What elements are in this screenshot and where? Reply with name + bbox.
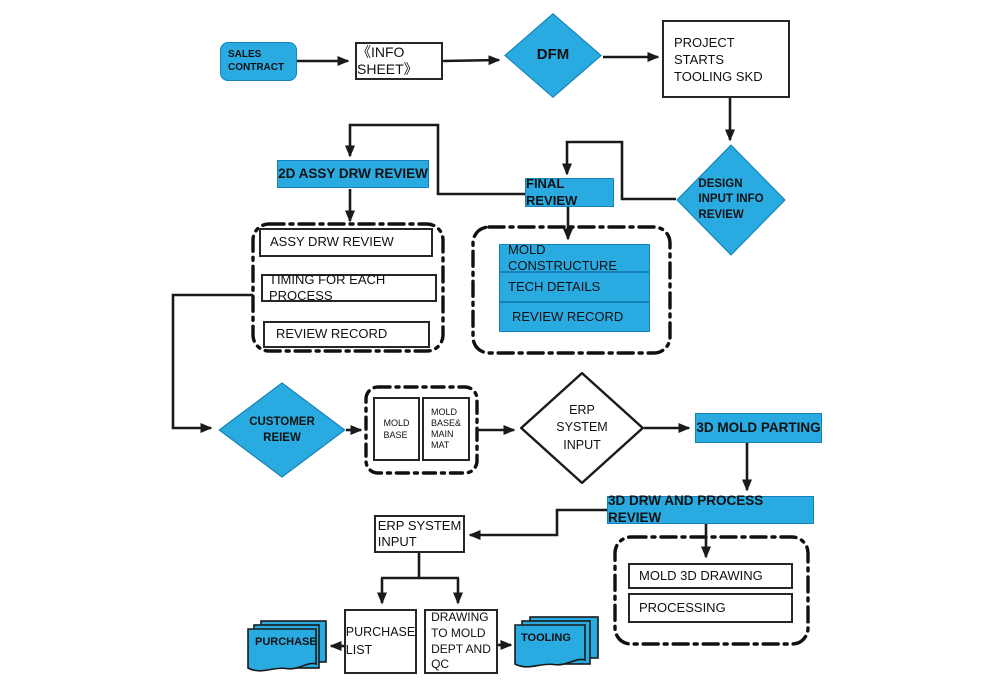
tooling-doc-label: TOOLING (521, 632, 571, 644)
final-review-node: FINAL REVIEW (525, 176, 614, 208)
customer-review-node: CUSTOMER REIEW (218, 382, 346, 478)
3d-drw-process-review-node: 3D DRW AND PROCESS REVIEW (607, 493, 814, 525)
purchase-doc-label: PURCHASE (255, 636, 317, 648)
erp-system-input-box-node: ERP SYSTEM INPUT (374, 515, 465, 553)
review-record-item-2: REVIEW RECORD (499, 302, 650, 332)
mold-constructure-item: MOLD CONSTRUCTURE (499, 242, 650, 273)
design-input-review-node: DESIGN INPUT INFO REVIEW (676, 144, 786, 256)
purchase-documents-icon (247, 620, 327, 672)
arrow-final-review-to-2d-assy (345, 123, 525, 196)
info-sheet-node: 《INFO SHEET》 (355, 42, 443, 80)
tech-details-item: TECH DETAILS (499, 272, 650, 302)
diamond-shape (676, 144, 786, 256)
project-starts-node: PROJECT STARTS TOOLING SKD (662, 20, 790, 98)
review-record-item-1: REVIEW RECORD (263, 321, 430, 348)
sales-contract-node: SALES CONTRACT (220, 42, 297, 81)
processing-item: PROCESSING (628, 593, 793, 623)
customer-review-label: CUSTOMER REIEW (249, 415, 315, 444)
dfm-label: DFM (536, 46, 570, 64)
drawing-to-mold-qc-node: DRAWING TO MOLD DEPT AND QC (424, 609, 498, 674)
group-3d-drawing-outline (613, 535, 810, 646)
arrow-3d-review-to-erp-input (468, 508, 607, 540)
purchase-documents-node: PURCHASE (246, 620, 330, 676)
design-input-review-label: DESIGN INPUT INFO REVIEW (698, 177, 764, 221)
mold-base-main-mat-item: MOLD BASE& MAIN MAT (422, 397, 470, 461)
diamond-shape (504, 13, 602, 98)
arrow-infosheet-to-dfm (442, 55, 501, 66)
group-mold-review-outline (471, 225, 672, 355)
dfm-decision-node: DFM (504, 13, 602, 98)
mold-base-item: MOLD BASE (373, 397, 420, 461)
timing-each-process-item: TIMING FOR EACH PROCESS (261, 272, 437, 303)
2d-assy-drw-review-node: 2D ASSY DRW REVIEW (277, 160, 429, 188)
tooling-documents-node: TOOLING (512, 616, 600, 672)
assy-drw-review-item: ASSY DRW REVIEW (259, 228, 433, 257)
arrow-group-to-customer-review (171, 293, 253, 433)
3d-mold-parting-node: 3D MOLD PARTING (695, 413, 822, 443)
arrow-design-review-to-final-review (562, 140, 676, 201)
tooling-documents-icon (514, 616, 599, 668)
erp-system-input-decision-label: ERP SYSTEM INPUT (556, 402, 608, 452)
diamond-shape (218, 382, 346, 478)
mold-3d-drawing-item: MOLD 3D DRAWING (628, 563, 793, 589)
erp-system-input-decision-node: ERP SYSTEM INPUT (520, 372, 644, 484)
purchase-list-node: PURCHASE LIST (344, 609, 417, 674)
group-assy-review-outline (251, 222, 445, 353)
diamond-shape (520, 372, 644, 484)
